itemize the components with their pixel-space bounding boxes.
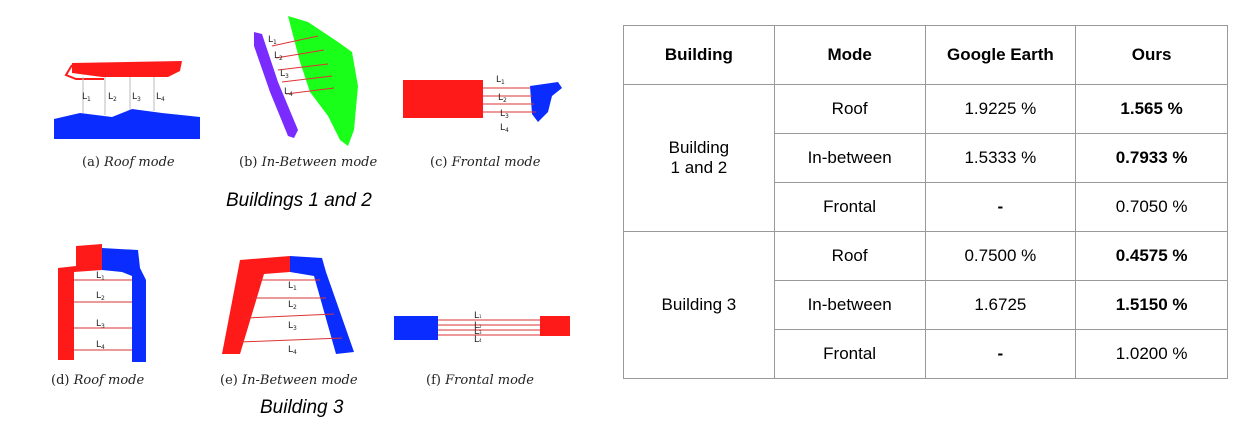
figure-a-roof-mode: L1 L2 L3 L4 [54, 61, 200, 139]
line-label: L1 [82, 92, 91, 103]
ours-cell: 1.565 % [1075, 84, 1228, 134]
line-label: L2 [96, 291, 105, 302]
blue-point-cloud [530, 82, 562, 122]
blue-point-cloud [102, 248, 146, 362]
table-row: In-between 1.5333 % 0.7933 % [624, 133, 1228, 183]
blue-point-cloud [54, 109, 200, 139]
figure-d-roof-mode: L1 L2 L3 L4 [58, 244, 146, 362]
line-label: L3 [132, 92, 141, 103]
mode-cell: Roof [773, 231, 926, 281]
caption-e: (e) In-Between mode [220, 373, 358, 388]
google-earth-cell: - [924, 182, 1077, 232]
line-label: L3 [474, 327, 482, 337]
line-label: L1 [496, 75, 505, 86]
table-row: Frontal - 0.7050 % [624, 182, 1228, 232]
line-label: L1 [474, 311, 482, 321]
header-building: Building [623, 25, 775, 85]
table-row: Frontal - 1.0200 % [624, 329, 1228, 379]
line-label: L3 [288, 321, 297, 332]
google-earth-cell: 1.5333 % [924, 133, 1077, 183]
line-label: L4 [284, 87, 293, 98]
figure-f-frontal-mode: L1 L2 L3 L4 [394, 311, 570, 345]
line-label: L4 [474, 335, 482, 345]
caption-d: (d) Roof mode [51, 373, 145, 388]
google-earth-cell: 1.9225 % [924, 84, 1077, 134]
mode-cell: In-between [773, 280, 926, 330]
line-label: L4 [156, 92, 165, 103]
line-label: L1 [96, 271, 105, 282]
line-label: L3 [280, 69, 289, 80]
line-label: L4 [96, 340, 105, 351]
red-point-cloud [58, 244, 102, 360]
ours-cell: 1.0200 % [1075, 329, 1228, 379]
mode-cell: In-between [773, 133, 926, 183]
caption-b: (b) In-Between mode [239, 155, 378, 170]
blue-point-cloud [290, 256, 354, 354]
red-point-cloud [72, 61, 182, 77]
figure-e-in-between-mode: L1 L2 L3 L4 [222, 256, 354, 356]
figure-c-frontal-mode: L1 L2 L3 L4 [403, 75, 562, 134]
caption-a: (a) Roof mode [82, 155, 175, 170]
red-point-cloud [403, 80, 483, 118]
ours-cell: 0.7050 % [1075, 182, 1228, 232]
red-roof-edge [64, 64, 104, 80]
figure-b-in-between-mode: L1 L2 L3 L4 [254, 16, 358, 146]
caption-f: (f) Frontal mode [426, 373, 534, 388]
mode-cell: Frontal [773, 329, 926, 379]
red-point-cloud [540, 316, 570, 336]
table-row: Building 3 Roof 0.7500 % 0.4575 % [623, 231, 1228, 379]
table-header-row: Building Mode Google Earth Ours [623, 25, 1228, 85]
results-table: Building Mode Google Earth Ours Building… [623, 25, 1228, 379]
blue-point-cloud [394, 316, 438, 340]
mode-cell: Roof [773, 84, 926, 134]
ours-cell: 1.5150 % [1075, 280, 1228, 330]
line-label: L4 [288, 345, 297, 356]
group-title-buildings-1-2: Buildings 1 and 2 [226, 190, 372, 211]
ours-cell: 0.7933 % [1075, 133, 1228, 183]
line-label: L3 [500, 109, 509, 120]
building-group-name: Building 3 [623, 231, 775, 379]
line-label: L3 [96, 319, 105, 330]
line-label: L2 [474, 321, 482, 331]
line-label: L2 [274, 51, 283, 62]
purple-point-cloud [254, 32, 298, 138]
caption-c: (c) Frontal mode [430, 155, 541, 170]
line-label: L1 [288, 281, 297, 292]
header-google-earth: Google Earth [924, 25, 1077, 85]
line-label: L1 [268, 35, 277, 46]
google-earth-cell: 0.7500 % [924, 231, 1077, 281]
mode-cell: Frontal [773, 182, 926, 232]
header-ours: Ours [1075, 25, 1228, 85]
group-title-building-3: Building 3 [260, 397, 344, 418]
line-label: L4 [500, 123, 509, 134]
google-earth-cell: 1.6725 [924, 280, 1077, 330]
ours-cell: 0.4575 % [1075, 231, 1228, 281]
google-earth-cell: - [924, 329, 1077, 379]
line-label: L2 [288, 300, 297, 311]
green-point-cloud [288, 16, 358, 146]
line-label: L2 [108, 92, 117, 103]
line-label: L2 [498, 93, 507, 104]
red-point-cloud [222, 256, 290, 354]
header-mode: Mode [773, 25, 926, 85]
